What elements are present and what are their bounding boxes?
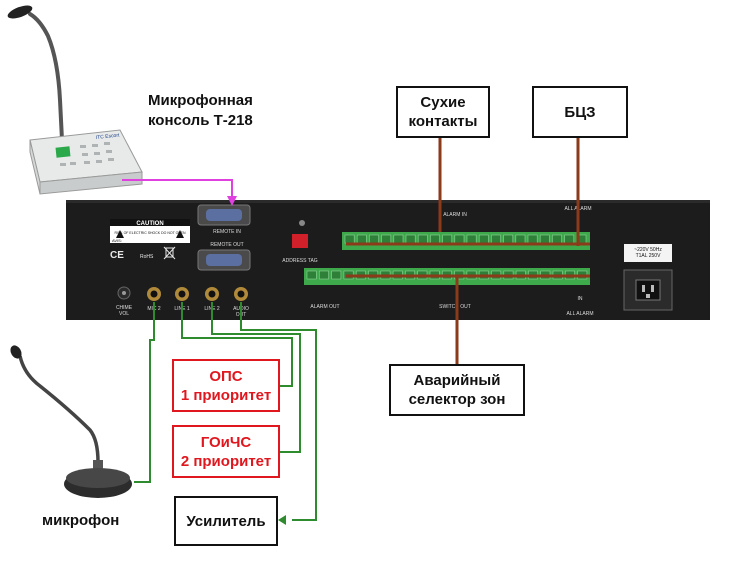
microphone-label: микрофон [42,512,120,529]
screw-terminal [356,234,367,244]
svg-text:REMOTE OUT: REMOTE OUT [210,242,243,248]
screw-terminal [417,234,428,244]
desk-microphone [10,345,132,498]
screw-terminal [405,234,416,244]
svg-text:ALL ALARM: ALL ALARM [566,311,593,317]
screw-terminal [552,234,562,244]
line1-jack [175,287,189,301]
screw-terminal [539,234,550,244]
screw-terminal [454,234,465,244]
amplifier-box: Усилитель [174,496,278,546]
emergency-selector-box: Аварийный селектор зон [389,364,525,416]
screw-terminal [331,270,342,280]
console-logo: ITC Escort [96,132,121,140]
screw-terminal [381,234,392,244]
bcz-box: БЦЗ [532,86,628,138]
line2-jack [205,287,219,301]
svg-text:ADDRESS TAG: ADDRESS TAG [282,258,317,264]
screw-terminal [430,234,440,244]
dry-contacts-box: Сухие контакты [396,86,490,138]
screw-terminal [515,234,526,244]
svg-text:AVIS:: AVIS: [112,238,122,243]
screw-terminal [442,234,453,244]
screw-terminal [503,234,514,244]
alarm-in-terminals [344,234,587,244]
svg-text:SWITCH OUT: SWITCH OUT [439,304,471,310]
svg-text:ALARM OUT: ALARM OUT [310,304,339,310]
rohs-mark: RoHS [140,254,154,260]
address-tag-switch [292,234,308,248]
svg-text:REMOTE IN: REMOTE IN [213,229,241,235]
screw-terminal [369,234,379,244]
svg-text:CAUTION: CAUTION [136,221,163,227]
screw-terminal [344,234,355,244]
console-label: Микрофонная консоль Т-218 [148,92,253,129]
screw-terminal [466,234,477,244]
remote-out-connector [197,249,251,271]
screw-terminal [478,234,489,244]
wire-console-to-remote-in [122,179,237,206]
screw-terminal [564,234,575,244]
screw-terminal [318,270,329,280]
screw-terminal [527,234,538,244]
power-inlet [623,269,673,311]
wires-alarm [346,138,590,364]
power-label [624,244,672,262]
ops-box: ОПС 1 приоритет [172,359,280,412]
goichs-box: ГОиЧС 2 приоритет [172,425,280,478]
weee-icon [163,246,176,260]
screw-terminal [491,234,501,244]
mic2-jack [147,287,161,301]
ce-mark: CE [110,250,124,261]
screw-terminal [306,270,317,280]
audio-out-jack [234,287,248,301]
svg-text:ALARM IN: ALARM IN [443,212,467,218]
console-microphone: ITC Escort [7,5,143,195]
rear-panel: CAUTION RISK OF ELECTRIC SHOCK DO NOT OP… [66,200,710,320]
wires-audio [134,302,317,525]
svg-text:IN: IN [578,296,583,302]
chime-vol-knob [117,286,131,300]
svg-text:RISK OF ELECTRIC SHOCK DO NOT: RISK OF ELECTRIC SHOCK DO NOT OPEN [114,231,186,235]
screw-terminal [393,234,404,244]
remote-in-connector [197,204,251,226]
